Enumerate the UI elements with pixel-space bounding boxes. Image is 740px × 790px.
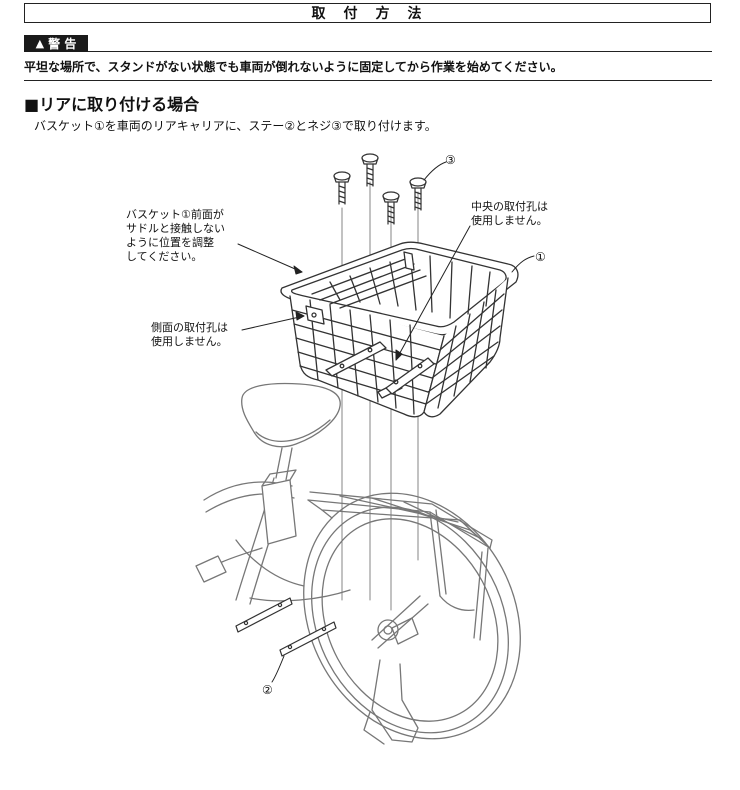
kickstand bbox=[371, 659, 419, 743]
callout-center-line: 中央の取付孔は bbox=[471, 200, 548, 213]
marker-basket: ① bbox=[535, 250, 546, 264]
section-description: バスケット①を車両のリアキャリアに、ステー②とネジ③で取り付けます。 bbox=[34, 119, 437, 133]
basket-illustration bbox=[280, 241, 519, 418]
carrier-mount bbox=[391, 617, 419, 645]
callout-center-line: 使用しません。 bbox=[471, 214, 548, 227]
basket-wire-back bbox=[311, 257, 427, 309]
section-heading: ■リアに取り付ける場合 bbox=[24, 95, 200, 114]
carrier-strut-brace bbox=[439, 595, 475, 612]
marker-stay: ② bbox=[262, 683, 273, 697]
warning-label-text: 警 告 bbox=[48, 37, 77, 51]
rear-fender bbox=[303, 492, 521, 740]
leader-lines bbox=[237, 161, 535, 683]
screw-1 bbox=[333, 171, 351, 205]
saddle-underside bbox=[255, 419, 331, 442]
leader-basket bbox=[511, 255, 535, 273]
chainstay bbox=[235, 539, 351, 602]
page-title-box: 取 付 方 法 bbox=[24, 3, 711, 23]
leader-center-arrow bbox=[395, 349, 403, 361]
crank-left bbox=[221, 547, 263, 563]
screw-2 bbox=[361, 153, 379, 187]
screws bbox=[333, 153, 427, 225]
rear-wheel bbox=[311, 506, 509, 734]
leader-side-arrow bbox=[295, 311, 305, 321]
stay-1 bbox=[235, 597, 293, 633]
warning-triangle-icon: ▲ bbox=[35, 37, 45, 50]
stays bbox=[235, 597, 337, 657]
callout-front-line: サドルと接触しない bbox=[126, 222, 225, 235]
bottom-plate-hole bbox=[367, 347, 373, 353]
stay-2 bbox=[279, 621, 337, 657]
leader-center bbox=[395, 225, 471, 361]
warning-label: ▲ 警 告 bbox=[24, 35, 88, 52]
basket-wire-side-vert bbox=[437, 289, 497, 409]
carrier-strut-right bbox=[473, 547, 489, 641]
carrier-rail-3 bbox=[403, 501, 481, 539]
section-divider bbox=[24, 80, 712, 81]
warning-text: 平坦な場所で、スタンドがない状態でも車両が倒れないように固定してから作業を始めて… bbox=[24, 60, 563, 74]
carrier-strut-left bbox=[429, 509, 447, 597]
pedal-left bbox=[195, 555, 227, 583]
battery bbox=[261, 479, 297, 545]
leader-side bbox=[241, 315, 305, 331]
basket-back-plate bbox=[403, 251, 415, 271]
basket-side-hole bbox=[311, 312, 317, 318]
basket-wire-front-vert bbox=[309, 299, 415, 415]
basket-side-plate bbox=[305, 305, 325, 325]
leader-stay bbox=[271, 655, 285, 683]
screw-4 bbox=[409, 177, 427, 211]
leader-front bbox=[237, 243, 303, 273]
basket-wire-side bbox=[425, 293, 505, 405]
callout-center: 中央の取付孔は 使用しません。 bbox=[471, 200, 548, 228]
basket-wire-back-vert bbox=[329, 253, 491, 319]
page-title: 取 付 方 法 bbox=[311, 6, 424, 22]
callout-side: 側面の取付孔は 使用しません。 bbox=[151, 321, 228, 349]
callout-front-line: バスケット①前面が bbox=[126, 208, 224, 221]
kickstand-foot bbox=[363, 711, 385, 745]
carrier-rail-4 bbox=[321, 509, 483, 541]
carrier-rail-2 bbox=[371, 497, 471, 531]
bottom-plate-hole bbox=[339, 363, 345, 369]
callout-front-line: してください。 bbox=[126, 250, 203, 263]
seat-post bbox=[275, 447, 293, 481]
bottom-plate-hole bbox=[393, 379, 399, 385]
rear-wheel-inner bbox=[321, 518, 499, 722]
bottom-plate-hole bbox=[417, 363, 423, 369]
bicycle-illustration bbox=[195, 382, 521, 745]
leader-front-arrow bbox=[293, 265, 303, 275]
warning-underline bbox=[88, 51, 712, 52]
callout-side-line: 側面の取付孔は bbox=[151, 321, 228, 334]
callout-front-line: ように位置を調整 bbox=[126, 236, 214, 249]
saddle bbox=[241, 382, 341, 448]
callout-front: バスケット①前面が サドルと接触しない ように位置を調整 してください。 bbox=[126, 208, 225, 264]
marker-screw: ③ bbox=[445, 153, 456, 167]
carrier-support bbox=[371, 595, 429, 649]
battery-cap bbox=[261, 469, 297, 487]
leader-screw bbox=[423, 161, 447, 181]
callout-side-line: 使用しません。 bbox=[151, 335, 228, 348]
screw-3 bbox=[382, 191, 400, 225]
basket-side-face bbox=[423, 277, 509, 418]
